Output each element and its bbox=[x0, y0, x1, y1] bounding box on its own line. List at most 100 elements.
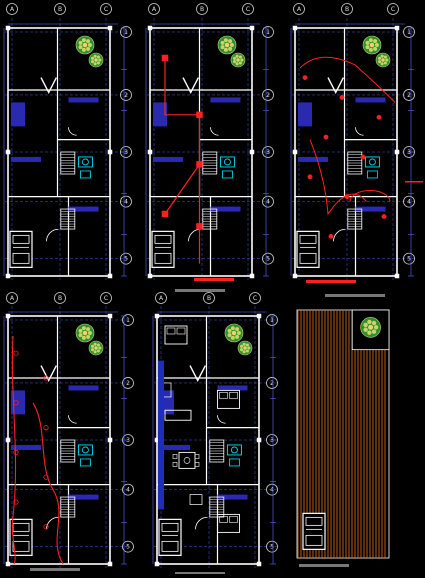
outlet-symbol bbox=[360, 154, 366, 160]
grid-column-A: A bbox=[10, 6, 15, 13]
grid-row-4: 4 bbox=[266, 199, 270, 206]
grid-row-1: 1 bbox=[124, 29, 128, 36]
grid-row-2: 2 bbox=[270, 380, 274, 387]
car-icon bbox=[296, 230, 320, 268]
opening-mark bbox=[40, 365, 58, 383]
room-fill bbox=[11, 102, 25, 127]
stair-icon bbox=[347, 151, 363, 175]
stair-icon bbox=[347, 208, 363, 230]
sofa bbox=[164, 409, 192, 421]
grid-row-5: 5 bbox=[266, 256, 270, 263]
grid-row-1: 1 bbox=[407, 29, 411, 36]
bed bbox=[164, 325, 188, 345]
opening-mark bbox=[182, 77, 200, 95]
grid-row-4: 4 bbox=[270, 487, 274, 494]
lighting-circuit bbox=[164, 58, 201, 215]
tree-icon bbox=[88, 52, 104, 68]
tree-icon bbox=[75, 35, 95, 55]
tree-icon bbox=[237, 340, 253, 356]
tree-icon bbox=[375, 52, 391, 68]
door-swing bbox=[210, 127, 219, 136]
grid-row-3: 3 bbox=[266, 149, 270, 156]
grid-row-2: 2 bbox=[126, 380, 130, 387]
grid-column-B: B bbox=[207, 295, 211, 302]
grid-column-A: A bbox=[297, 6, 302, 13]
tree-icon bbox=[88, 340, 104, 356]
grid-row-3: 3 bbox=[126, 437, 130, 444]
plumbing-line bbox=[11, 335, 17, 565]
bath-fixture-icon bbox=[219, 156, 235, 179]
tree-icon bbox=[75, 323, 95, 343]
outlet-symbol bbox=[328, 233, 334, 239]
stair-icon bbox=[60, 496, 76, 518]
grid-row-3: 3 bbox=[124, 149, 128, 156]
grid-column-C: C bbox=[246, 6, 250, 13]
grid-row-4: 4 bbox=[124, 199, 128, 206]
outlet-symbol bbox=[323, 134, 329, 140]
grid-row-5: 5 bbox=[124, 256, 128, 263]
panel-caption-bar bbox=[175, 289, 225, 292]
grid-row-2: 2 bbox=[407, 92, 411, 99]
grid-row-5: 5 bbox=[270, 544, 274, 551]
grid-column-C: C bbox=[104, 6, 108, 13]
opening-mark bbox=[327, 77, 345, 95]
plan-panel-5: A B C 1 2 3 4 5 bbox=[152, 292, 279, 568]
grid-column-C: C bbox=[391, 6, 395, 13]
armchair bbox=[189, 494, 203, 505]
grid-row-1: 1 bbox=[270, 317, 274, 324]
car-icon bbox=[151, 230, 175, 268]
plumbing-node bbox=[13, 449, 19, 455]
door-swing bbox=[333, 228, 346, 242]
stair-icon bbox=[209, 439, 225, 463]
grid-row-2: 2 bbox=[124, 92, 128, 99]
outlet-symbol bbox=[344, 194, 350, 200]
grid-row-3: 3 bbox=[270, 437, 274, 444]
stair-icon bbox=[60, 208, 76, 230]
grid-row-4: 4 bbox=[407, 199, 411, 206]
grid-row-1: 1 bbox=[126, 317, 130, 324]
light-fixture bbox=[196, 111, 203, 119]
plumbing-node bbox=[43, 474, 49, 480]
outlet-symbol bbox=[339, 94, 345, 100]
grid-row-2: 2 bbox=[266, 92, 270, 99]
grid-column-B: B bbox=[345, 6, 349, 13]
grid-column-A: A bbox=[159, 295, 164, 302]
door-swing bbox=[46, 516, 59, 530]
dining-table bbox=[178, 451, 196, 469]
grid-row-5: 5 bbox=[126, 544, 130, 551]
outlet-symbol bbox=[307, 174, 313, 180]
grid-column-B: B bbox=[200, 6, 204, 13]
light-fixture bbox=[196, 223, 203, 230]
grid-column-C: C bbox=[253, 295, 257, 302]
grid-column-A: A bbox=[10, 295, 15, 302]
plan-panel-1: A B C 1 2 3 4 5 bbox=[3, 3, 132, 280]
outlet-symbol bbox=[376, 114, 382, 120]
grid-column-A: A bbox=[152, 6, 157, 13]
door-swing bbox=[188, 228, 201, 242]
car-icon bbox=[9, 518, 33, 556]
plumbing-node bbox=[13, 350, 19, 356]
electrical-legend-bar bbox=[194, 278, 234, 281]
chair bbox=[194, 454, 200, 459]
stair-icon bbox=[202, 151, 218, 175]
tree-icon bbox=[362, 35, 382, 55]
tree-icon bbox=[224, 323, 244, 343]
room-fill bbox=[153, 102, 167, 127]
tree-icon bbox=[230, 52, 246, 68]
opening-mark bbox=[189, 365, 207, 383]
plumbing-node bbox=[43, 524, 49, 530]
car-icon bbox=[302, 512, 326, 550]
grid-column-B: B bbox=[58, 6, 62, 13]
bed bbox=[217, 389, 240, 409]
blue-hatch bbox=[158, 360, 164, 510]
light-fixture bbox=[161, 210, 169, 218]
plumbing-node bbox=[43, 424, 49, 431]
bath-fixture-icon bbox=[364, 156, 380, 179]
panel-caption-bar bbox=[30, 568, 80, 571]
door-swing bbox=[195, 516, 208, 530]
